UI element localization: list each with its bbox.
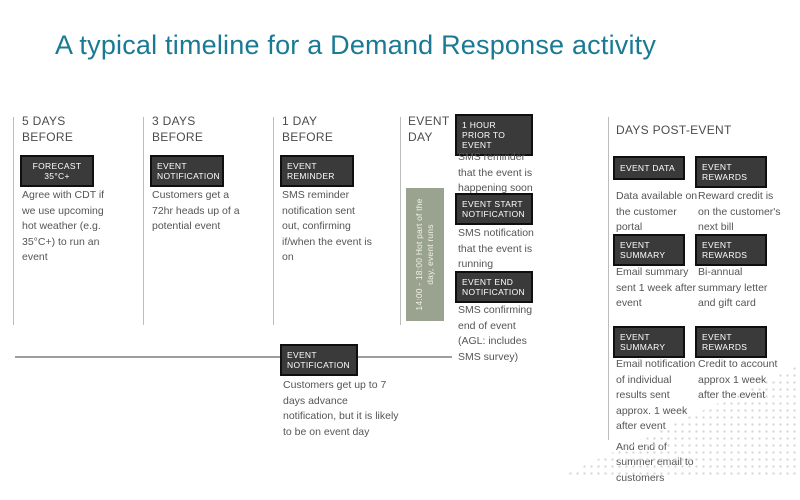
badge-forecast: FORECAST 35°C+ [20, 155, 94, 187]
column-header-1-day-before: 1 DAY BEFORE [282, 114, 334, 144]
badge-event-end: EVENT END NOTIFICATION [455, 271, 533, 303]
event-bar-line-2: day, event runs [425, 224, 435, 285]
body-1-hour-prior: SMS reminder that the event is happening… [458, 151, 533, 194]
body-event-data: Data available on the customer portal [616, 190, 698, 233]
badge-event-summary-2: EVENT SUMMARY [613, 326, 685, 358]
badge-event-rewards-3: EVENT REWARDS [695, 326, 767, 358]
event-day-time-bar-label: 14:00 - 18:00 Hot part of the day, event… [406, 188, 444, 321]
badge-footnote-event-notification: EVENT NOTIFICATION [280, 344, 358, 376]
divider-col-2 [143, 117, 144, 325]
body-event-end: SMS confirming end of event (AGL: includ… [458, 304, 533, 363]
column-header-5-days-before: 5 DAYS BEFORE [22, 114, 74, 144]
column-header-days-post-event: DAYS POST-EVENT [616, 123, 732, 137]
badge-event-start: EVENT START NOTIFICATION [455, 193, 533, 225]
column-header-event-day: EVENT DAY [408, 114, 450, 144]
badge-event-summary-1: EVENT SUMMARY [613, 234, 685, 266]
badge-event-rewards-2: EVENT REWARDS [695, 234, 767, 266]
page-title: A typical timeline for a Demand Response… [55, 30, 657, 60]
badge-event-data: EVENT DATA [613, 156, 685, 180]
body-event-notification: Customers get a 72hr heads up of a poten… [152, 189, 240, 232]
event-day-time-bar: 14:00 - 18:00 Hot part of the day, event… [406, 188, 444, 321]
event-bar-line-1: 14:00 - 18:00 Hot part of the [414, 198, 424, 311]
divider-col-3 [273, 117, 274, 325]
body-footnote: Customers get up to 7 days advance notif… [283, 379, 399, 438]
badge-1-hour-prior: 1 HOUR PRIOR TO EVENT [455, 114, 533, 156]
body-event-rewards-2: Bi-annual summary letter and gift card [698, 266, 768, 309]
body-event-summary-2-para-1: Email notification of individual results… [616, 358, 696, 432]
divider-col-4 [400, 117, 401, 325]
body-event-reminder: SMS reminder notification sent out, conf… [282, 189, 372, 263]
footnote-line [15, 356, 452, 358]
body-event-summary-1: Email summary sent 1 week after event [616, 266, 696, 309]
column-header-3-days-before: 3 DAYS BEFORE [152, 114, 204, 144]
body-event-start: SMS notification that the event is runni… [458, 227, 534, 270]
body-forecast: Agree with CDT if we use upcoming hot we… [22, 189, 105, 263]
divider-col-1 [13, 117, 14, 325]
badge-event-reminder: EVENT REMINDER [280, 155, 354, 187]
badge-event-notification: EVENT NOTIFICATION [150, 155, 224, 187]
body-event-rewards-1: Reward credit is on the customer's next … [698, 190, 781, 233]
badge-event-rewards-1: EVENT REWARDS [695, 156, 767, 188]
divider-post-event [608, 117, 609, 440]
